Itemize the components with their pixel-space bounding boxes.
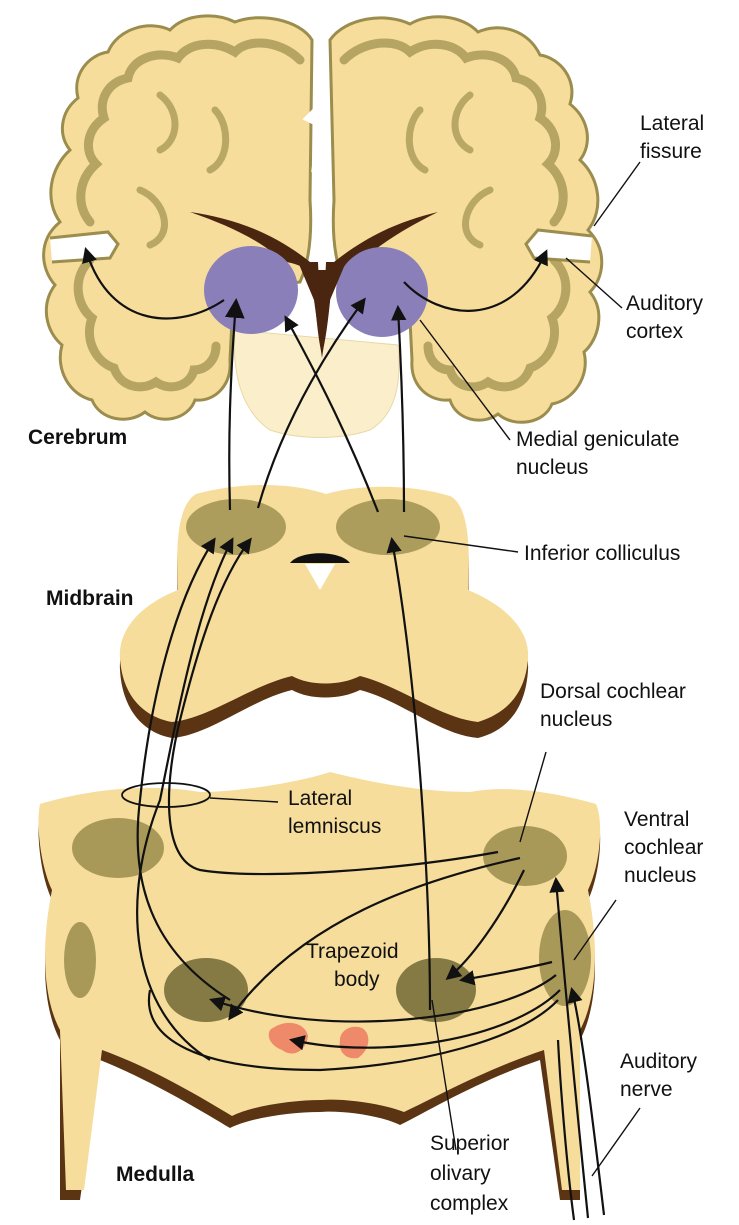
lateral-fissure-label-line1: Lateral bbox=[640, 112, 704, 135]
medial-geniculate-label-line2: nucleus bbox=[516, 456, 588, 479]
superior-olivary-label-line3: complex bbox=[430, 1192, 509, 1215]
trapezoid-body-label-line1: Trapezoid bbox=[306, 940, 399, 963]
superior-olivary-label-line1: Superior bbox=[430, 1132, 509, 1155]
ic-to-right-mgn bbox=[398, 308, 404, 512]
cerebrum-label: Cerebrum bbox=[28, 426, 127, 449]
auditory-cortex-label-line2: cortex bbox=[626, 320, 684, 343]
lateral-lemniscus-label-line1: Lateral bbox=[288, 787, 352, 810]
dorsal-cochlear-label-line1: Dorsal cochlear bbox=[540, 680, 686, 703]
ventral-cochlear-label-line2: cochlear bbox=[624, 836, 703, 859]
ventral-cochlear-label-line1: Ventral bbox=[624, 808, 689, 831]
left-lateral-fissure bbox=[50, 232, 118, 262]
midbrain-label: Midbrain bbox=[46, 587, 134, 610]
cerebrum-subcortical bbox=[234, 330, 399, 438]
auditory-nerve-label-line1: Auditory bbox=[620, 1050, 698, 1073]
right-superior-olivary-complex bbox=[396, 958, 476, 1022]
dorsal-cochlear-nucleus bbox=[483, 826, 567, 886]
ventral-cochlear-label-line3: nucleus bbox=[624, 864, 696, 887]
cerebrum-section bbox=[44, 16, 602, 438]
left-inferior-colliculus bbox=[186, 499, 286, 555]
left-medial-geniculate-nucleus bbox=[204, 246, 298, 334]
medulla-label: Medulla bbox=[116, 1163, 194, 1186]
auditory-nerve-label-line2: nerve bbox=[620, 1078, 673, 1101]
inferior-colliculus-label: Inferior colliculus bbox=[524, 542, 680, 565]
auditory-cortex-label-line1: Auditory bbox=[626, 292, 704, 315]
right-lateral-fissure bbox=[526, 230, 592, 262]
lateral-fissure-label-line2: fissure bbox=[640, 140, 702, 163]
trapezoid-body-label-line2: body bbox=[334, 968, 380, 991]
medulla-left-nucleus-lower bbox=[64, 922, 96, 998]
lateral-lemniscus-label-line2: lemniscus bbox=[288, 815, 381, 838]
dorsal-cochlear-label-line2: nucleus bbox=[540, 708, 612, 731]
medial-geniculate-label-line1: Medial geniculate bbox=[516, 428, 679, 451]
right-inferior-colliculus bbox=[336, 499, 440, 555]
superior-olivary-label-line2: olivary bbox=[430, 1162, 491, 1185]
